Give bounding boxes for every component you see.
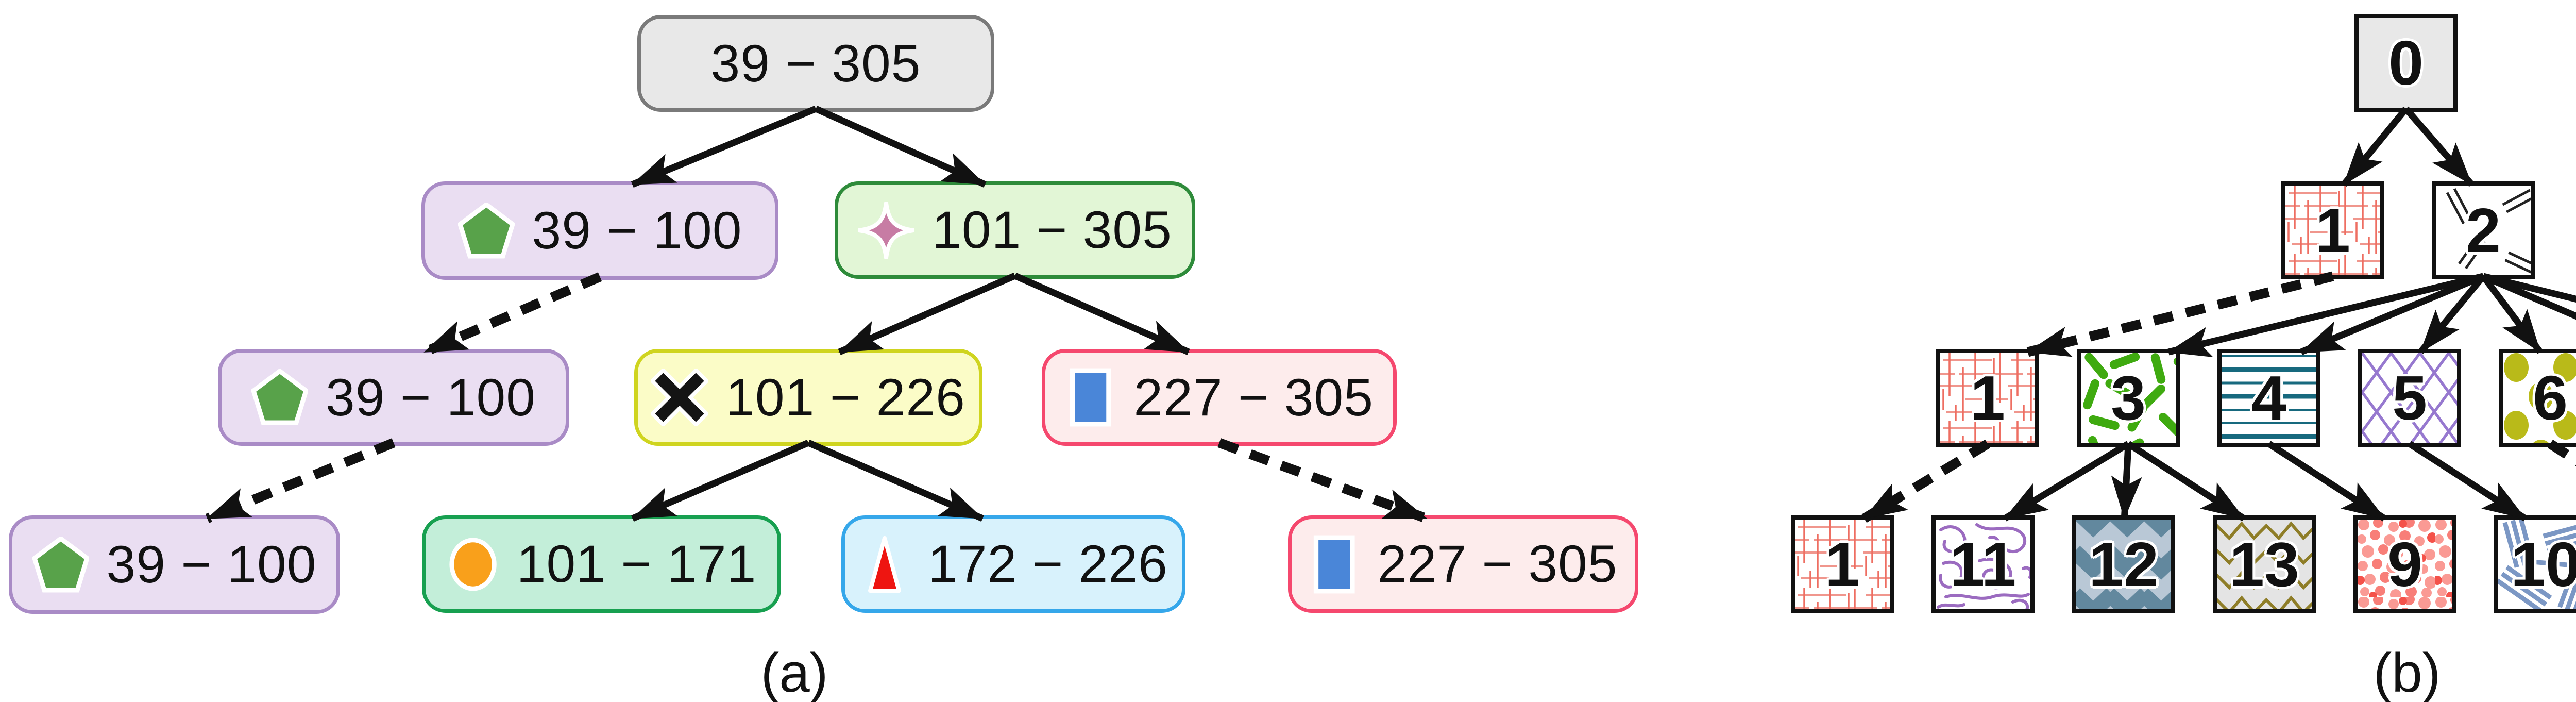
tree-edge-solid (2403, 106, 2475, 187)
pentagon-icon (32, 536, 89, 592)
red-triangle-icon (868, 536, 902, 593)
node-number: 4 (2251, 363, 2286, 433)
texture-sticks-blue (2498, 520, 2576, 609)
tree-edge-solid (2167, 273, 2484, 357)
tree-b-node-l3-3: 3 (2077, 349, 2180, 447)
tree-b-node-l4-13: 13 (2213, 515, 2316, 613)
tree-edge-dashed (205, 438, 396, 523)
tree-edge-solid (2480, 274, 2543, 354)
range-label: 172 − 226 (928, 534, 1168, 593)
node-number: 5 (2392, 363, 2427, 433)
tree-b-node-l4-1: 1 (1791, 515, 1894, 613)
texture-squiggle-purple (1936, 520, 2030, 609)
tree-b-node-l3-6: 6 (2499, 349, 2576, 447)
node-number: 9 (2387, 529, 2422, 599)
range-label: 227 − 305 (1377, 534, 1618, 593)
node-number: 13 (2229, 529, 2299, 599)
node-number: 10 (2511, 529, 2576, 599)
range-label: 101 − 226 (725, 367, 965, 427)
tree-a-node-l3-right: 227 − 305 (1042, 349, 1397, 446)
tree-edge-solid (814, 106, 987, 188)
texture-crosshatch-red (1940, 353, 2035, 443)
texture-crosshatch-red (1795, 520, 1890, 609)
blue-square-icon (1070, 368, 1111, 427)
texture-slash-pairs (2436, 186, 2531, 275)
tree-edge-solid (2111, 443, 2142, 520)
node-number: 6 (2533, 363, 2568, 433)
texture-plain-gray (2359, 18, 2453, 108)
tree-a-node-root: 39 − 305 (637, 15, 994, 112)
node-number: 1 (1825, 529, 1860, 599)
range-label: 39 − 100 (106, 535, 317, 594)
texture-hlines-teal (2222, 353, 2316, 443)
tree-edge-solid (1013, 273, 1190, 355)
tree-a-node-l3-mid: 101 − 226 (634, 349, 982, 446)
tree-edge-solid (631, 105, 817, 188)
tree-edge-solid (2408, 441, 2527, 522)
texture-crosshatch-red (2285, 186, 2380, 275)
tree-edge-dashed (2026, 271, 2334, 357)
texture-dots-olive (2503, 353, 2576, 443)
node-number: 0 (2388, 28, 2424, 98)
tree-edge-solid (2003, 441, 2130, 522)
tree-b-node-l4-10: 10 (2494, 515, 2576, 613)
caption-a: (a) (760, 642, 828, 702)
node-number: 1 (2315, 195, 2350, 265)
range-label: 39 − 100 (532, 201, 742, 260)
tree-b-node-l4-11: 11 (1931, 515, 2035, 613)
tree-b-node-1: 1 (2281, 181, 2384, 279)
node-number: 2 (2466, 195, 2501, 265)
tree-a-node-l2-left: 39 − 100 (421, 181, 778, 280)
node-number: 11 (1950, 529, 2016, 599)
tree-b-node-l3-5: 5 (2358, 349, 2461, 447)
tree-a-node-l4-3: 172 − 226 (841, 515, 1185, 613)
orange-circle-icon (449, 537, 497, 591)
caption-b: (b) (2373, 642, 2441, 702)
texture-lattice-purple (2362, 353, 2457, 443)
tree-a-node-l4-1: 39 − 100 (9, 515, 340, 614)
texture-chevron-blue (2076, 520, 2171, 609)
tree-b-node-2: 2 (2432, 181, 2535, 279)
tree-edge-solid (2126, 441, 2246, 522)
tree-edge-dashed (2547, 440, 2576, 466)
four-point-star-icon (858, 202, 915, 259)
node-number: 1 (1970, 363, 2005, 433)
range-label: 227 − 305 (1133, 367, 1374, 427)
tree-b-node-l4-12: 12 (2072, 515, 2175, 613)
blue-square-icon (1314, 535, 1355, 593)
tree-edge-solid (631, 440, 810, 522)
x-mark-icon (651, 369, 708, 426)
tree-a-node-l2-right: 101 − 305 (835, 181, 1195, 279)
tree-edge-dashed (422, 272, 602, 357)
pentagon-icon (457, 202, 515, 258)
tree-edge-solid (2418, 274, 2486, 355)
tree-b-node-l3-1: 1 (1936, 349, 2039, 447)
tree-edge-dashed (1861, 439, 1990, 523)
tree-b-node-l4-9: 9 (2353, 515, 2456, 613)
tree-edge-solid (2267, 441, 2386, 522)
range-label: 101 − 171 (516, 534, 757, 593)
node-number: 3 (2111, 363, 2146, 433)
tree-b-node-0: 0 (2354, 14, 2458, 112)
tree-edge-solid (2299, 273, 2485, 356)
texture-dashes-green (2081, 353, 2176, 443)
range-label: 39 − 305 (710, 34, 921, 93)
pentagon-icon (251, 369, 309, 425)
range-label: 101 − 305 (932, 200, 1172, 259)
tree-a-node-l4-4: 227 − 305 (1288, 515, 1638, 613)
tree-edge-solid (2482, 273, 2576, 303)
tree-a-node-l3-left: 39 − 100 (218, 349, 569, 446)
tree-edge-solid (838, 273, 1016, 355)
tree-edge-solid (2482, 273, 2576, 320)
tree-edge-solid (807, 440, 984, 522)
range-label: 39 − 100 (326, 367, 536, 427)
tree-a-node-l4-2: 101 − 171 (422, 515, 781, 613)
tree-b-node-l3-4: 4 (2217, 349, 2320, 447)
texture-zigzag-khaki (2217, 520, 2312, 609)
node-number: 12 (2089, 529, 2159, 599)
tree-edge-dashed (1217, 438, 1429, 523)
texture-stipple-red (2358, 520, 2452, 609)
tree-edge-solid (2341, 106, 2409, 187)
